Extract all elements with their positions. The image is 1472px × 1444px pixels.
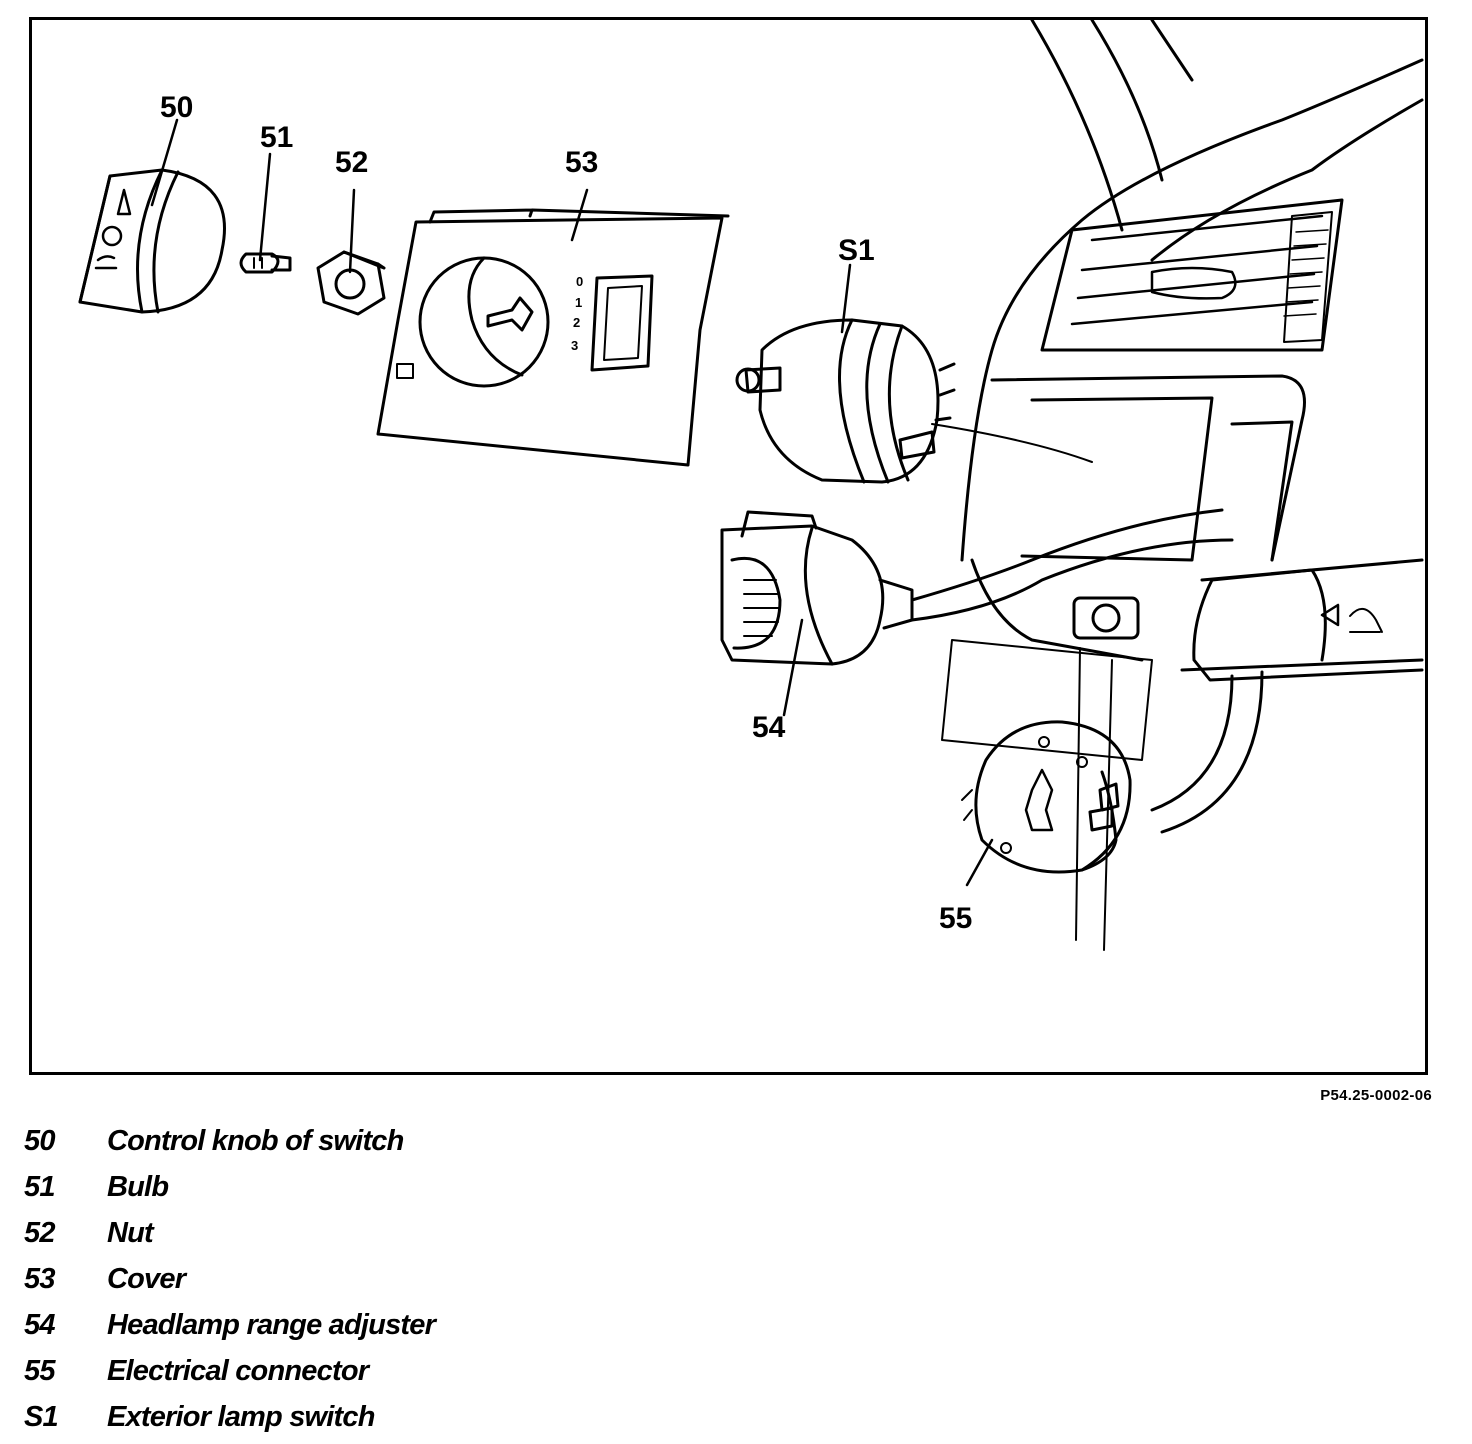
legend-item: 53 Cover — [24, 1256, 435, 1302]
electrical-connector-part — [961, 720, 1132, 874]
legend-number: 52 — [24, 1216, 55, 1249]
legend-number: S1 — [24, 1400, 59, 1433]
figure-code: P54.25-0002-06 — [1320, 1087, 1432, 1104]
legend-item: 51 Bulb — [24, 1164, 435, 1210]
legend-description: Cover — [107, 1262, 186, 1295]
legend-item: 52 Nut — [24, 1210, 435, 1256]
legend-number: 54 — [24, 1308, 55, 1341]
legend-item: 54 Headlamp range adjuster — [24, 1302, 436, 1348]
cover-mark-1: 1 — [575, 295, 582, 310]
cover-part — [376, 208, 730, 467]
cover-mark-2: 2 — [573, 315, 580, 330]
callout-52: 52 — [335, 146, 369, 179]
legend-description: Headlamp range adjuster — [107, 1308, 436, 1341]
legend-number: 51 — [24, 1170, 55, 1203]
legend-description: Control knob of switch — [107, 1124, 404, 1157]
control-knob-part — [78, 168, 226, 314]
dashboard-outline — [941, 20, 1424, 951]
exterior-lamp-switch-part — [735, 318, 1093, 484]
leader-lines — [150, 118, 994, 887]
exploded-view-figure: 0 1 2 3 — [29, 17, 1428, 1075]
legend-item: 55 Electrical connector — [24, 1348, 435, 1394]
legend-number: 55 — [24, 1354, 55, 1387]
callout-51: 51 — [260, 121, 294, 154]
callout-53: 53 — [565, 146, 599, 179]
legend-item: S1 Exterior lamp switch — [24, 1394, 435, 1440]
parts-legend: 50 Control knob of switch 51 Bulb 52 Nut 53… — [24, 1118, 436, 1440]
legend-description: Nut — [107, 1216, 154, 1249]
exploded-view-drawing: 0 1 2 3 — [78, 20, 1424, 951]
callout-s1: S1 — [838, 234, 875, 267]
legend-number: 53 — [24, 1262, 55, 1295]
legend-number: 50 — [24, 1124, 55, 1157]
bulb-part — [239, 252, 292, 274]
callout-55: 55 — [939, 902, 973, 935]
legend-item: 50 Control knob of switch — [24, 1118, 435, 1164]
callout-50: 50 — [160, 91, 194, 124]
legend-description: Electrical connector — [107, 1354, 369, 1387]
cover-mark-3: 3 — [571, 338, 578, 353]
legend-description: Exterior lamp switch — [107, 1400, 375, 1433]
cover-mark-0: 0 — [576, 274, 583, 289]
callout-54: 54 — [752, 711, 786, 744]
legend-description: Bulb — [107, 1170, 169, 1203]
